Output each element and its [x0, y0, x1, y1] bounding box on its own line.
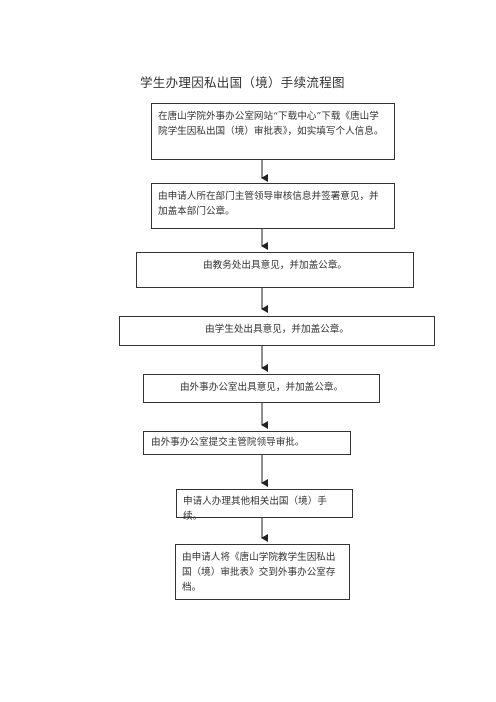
step-6-box: 由外事办公室提交主管院领导审批。	[143, 431, 351, 455]
step-6-text: 由外事办公室提交主管院领导审批。	[151, 437, 305, 448]
step-2-box: 由申请人所在部门主管领导审核信息并签署意见，并加盖本部门公章。	[151, 183, 395, 229]
step-4-box: 由学生处出具意见，并加盖公章。	[119, 316, 435, 346]
step-5-box: 由外事办公室出具意见，并加盖公章。	[143, 374, 380, 403]
step-8-text: 由申请人将《唐山学院教学生因私出国（境）审批表》交到外事办公室存档。	[182, 552, 336, 593]
step-7-box: 申请人办理其他相关出国（境）手续。	[176, 489, 353, 522]
step-3-box: 由教务处出具意见，并加盖公章。	[136, 252, 414, 288]
step-7-text: 申请人办理其他相关出国（境）手续。	[183, 496, 327, 522]
step-2-text: 由申请人所在部门主管领导审核信息并签署意见，并加盖本部门公章。	[158, 191, 379, 217]
step-5-text: 由外事办公室出具意见，并加盖公章。	[179, 382, 344, 393]
step-8-box: 由申请人将《唐山学院教学生因私出国（境）审批表》交到外事办公室存档。	[175, 544, 350, 600]
step-3-text: 由教务处出具意见，并加盖公章。	[203, 260, 347, 271]
step-1-box: 在唐山学院外事办公室网站“下载中心”下载《唐山学院学生因私出国（境）审批表》，如…	[151, 103, 395, 160]
page-title: 学生办理因私出国（境）手续流程图	[140, 75, 345, 90]
step-4-text: 由学生处出具意见，并加盖公章。	[205, 324, 349, 335]
step-1-text: 在唐山学院外事办公室网站“下载中心”下载《唐山学院学生因私出国（境）审批表》，如…	[158, 111, 384, 137]
